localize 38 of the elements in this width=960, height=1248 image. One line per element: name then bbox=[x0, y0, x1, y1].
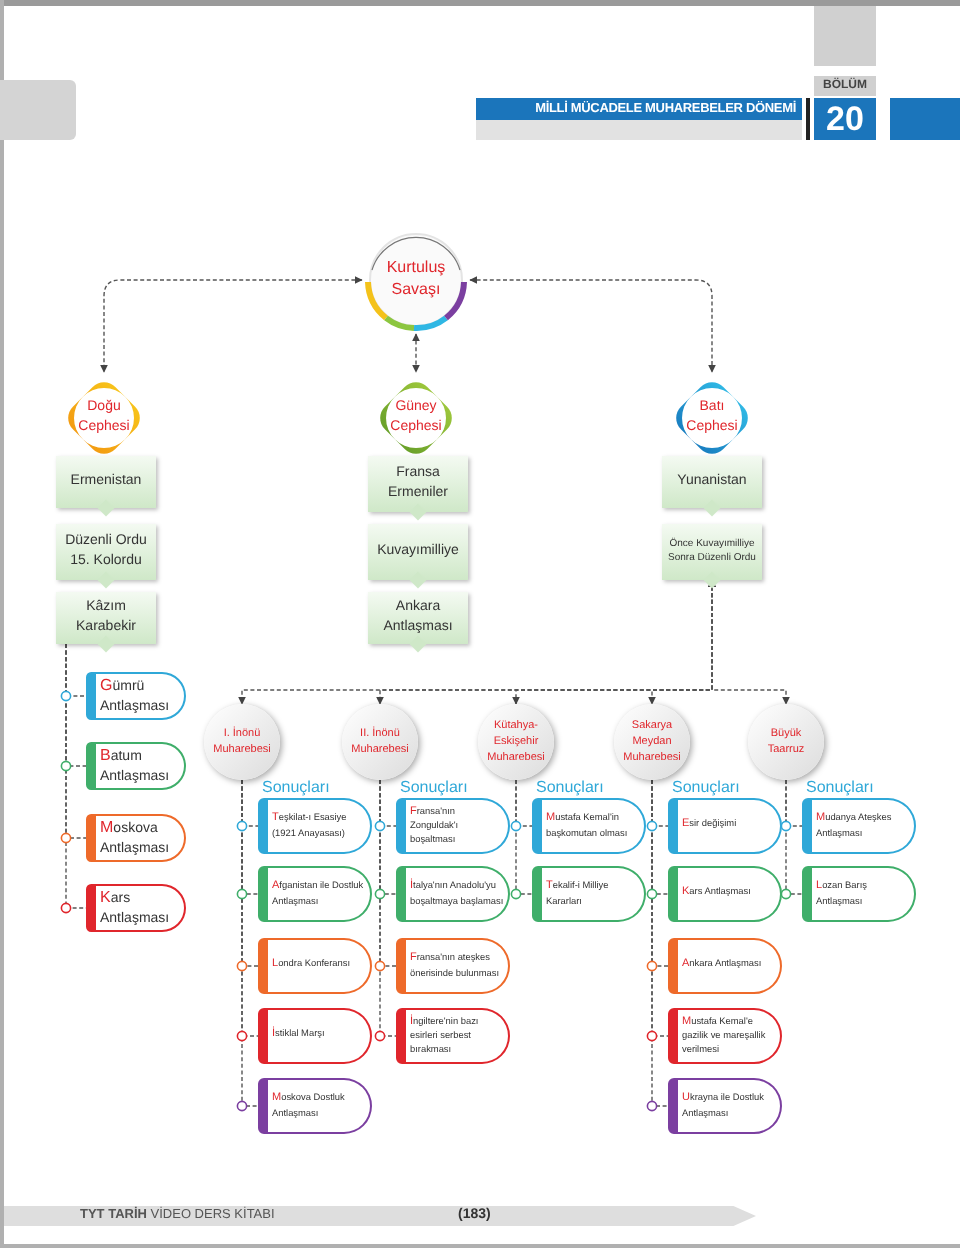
connector bbox=[379, 779, 397, 1037]
results-heading: Sonuçları bbox=[536, 780, 604, 796]
result-tag bbox=[668, 938, 782, 994]
result-tag bbox=[258, 1078, 372, 1134]
result-tag bbox=[532, 866, 646, 922]
result-tag bbox=[396, 1008, 510, 1064]
results-heading: Sonuçları bbox=[672, 780, 740, 796]
connector bbox=[785, 779, 803, 895]
result-tag bbox=[258, 798, 372, 854]
result-tag bbox=[802, 866, 916, 922]
results-heading: Sonuçları bbox=[806, 780, 874, 796]
result-tag bbox=[258, 866, 372, 922]
result-tag bbox=[668, 798, 782, 854]
connector bbox=[65, 643, 87, 909]
result-tag bbox=[668, 1008, 782, 1064]
result-tag bbox=[86, 742, 186, 790]
connector bbox=[100, 276, 363, 373]
results-heading: Sonuçları bbox=[262, 780, 330, 796]
node-title: Kurtuluş Savaşı bbox=[384, 258, 448, 302]
connector bbox=[241, 779, 259, 1107]
chapter-number: 20 bbox=[826, 102, 864, 136]
results-heading: Sonuçları bbox=[400, 780, 468, 796]
result-tag bbox=[802, 798, 916, 854]
result-tag bbox=[258, 1008, 372, 1064]
result-tag bbox=[668, 866, 782, 922]
result-tag bbox=[668, 1078, 782, 1134]
result-tag bbox=[86, 814, 186, 862]
result-tag bbox=[258, 938, 372, 994]
connector bbox=[651, 779, 669, 1107]
connector bbox=[412, 333, 420, 373]
result-tag bbox=[86, 884, 186, 932]
result-tag bbox=[532, 798, 646, 854]
result-tag bbox=[396, 798, 510, 854]
connector bbox=[515, 779, 533, 895]
result-tag bbox=[86, 672, 186, 720]
result-tag bbox=[396, 938, 510, 994]
result-tag bbox=[396, 866, 510, 922]
connector bbox=[469, 276, 716, 373]
